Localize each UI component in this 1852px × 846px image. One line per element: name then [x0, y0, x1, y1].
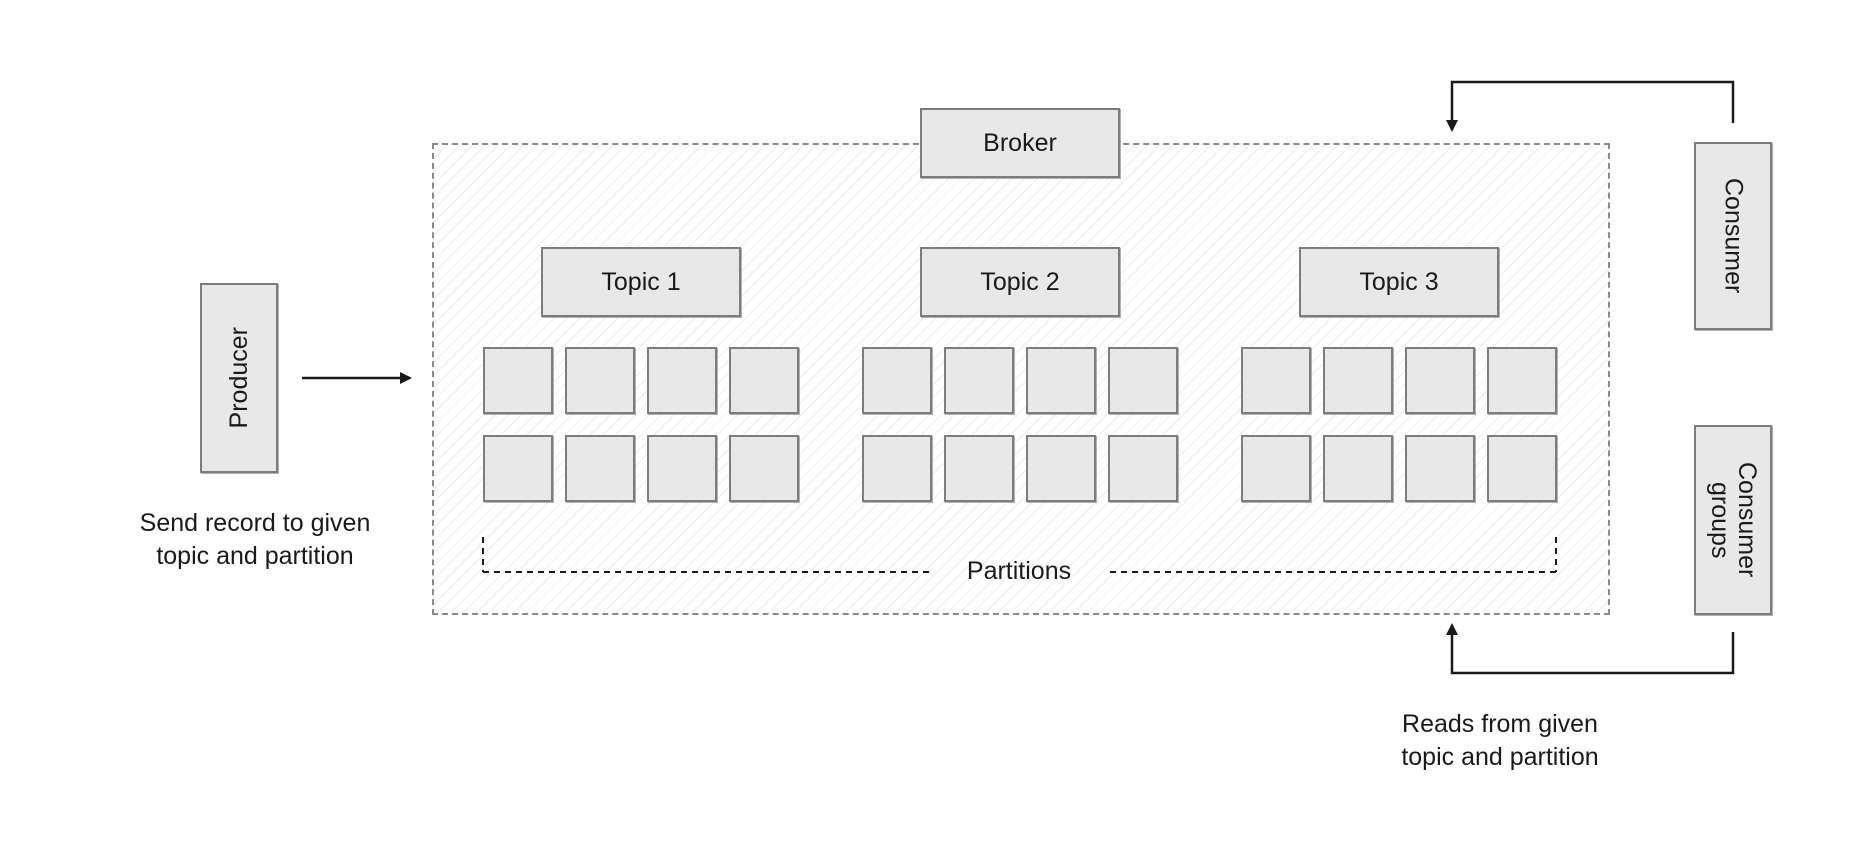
partition	[1487, 435, 1557, 502]
producer-caption-line-2: topic and partition	[156, 542, 354, 570]
partition	[647, 435, 717, 502]
consumer-arrow	[1446, 80, 1735, 132]
partition	[483, 347, 553, 414]
partition	[729, 347, 799, 414]
broker-label: Broker	[983, 128, 1057, 157]
producer-box: Producer	[200, 283, 278, 473]
partition	[1241, 435, 1311, 502]
partition	[1405, 435, 1475, 502]
consumer-groups-box: Consumer groups	[1694, 425, 1772, 615]
reads-caption-line-2: topic and partition	[1401, 743, 1599, 771]
consumer-box: Consumer	[1694, 142, 1772, 330]
partition	[1487, 347, 1557, 414]
partition	[647, 347, 717, 414]
consumer-label: Consumer	[1719, 178, 1748, 294]
partition	[729, 435, 799, 502]
partition	[944, 435, 1014, 502]
broker-box: Broker	[920, 108, 1120, 178]
topic-3-label: Topic 3	[1359, 267, 1439, 296]
partition	[1405, 347, 1475, 414]
topic-1-box: Topic 1	[541, 247, 741, 317]
partition	[565, 347, 635, 414]
partition	[1026, 347, 1096, 414]
topic-2-label: Topic 2	[980, 267, 1060, 296]
topic-1-label: Topic 1	[601, 267, 681, 296]
topic-2-box: Topic 2	[920, 247, 1120, 317]
partition	[1241, 347, 1311, 414]
consumer-groups-arrow	[1446, 623, 1735, 675]
reads-caption: Reads from given topic and partition	[1360, 708, 1640, 774]
reads-caption-line-1: Reads from given	[1402, 710, 1598, 738]
partition	[862, 347, 932, 414]
partition	[1026, 435, 1096, 502]
partition	[1108, 347, 1178, 414]
partition	[862, 435, 932, 502]
partition	[944, 347, 1014, 414]
partition	[1323, 347, 1393, 414]
consumer-groups-label: Consumer groups	[1706, 462, 1761, 578]
producer-caption-line-1: Send record to given	[139, 509, 371, 537]
consumer-groups-label-line-2: groups	[1706, 481, 1734, 559]
consumer-groups-label-line-1: Consumer	[1733, 462, 1761, 578]
partition	[1323, 435, 1393, 502]
partition	[483, 435, 553, 502]
partitions-label: Partitions	[966, 557, 1072, 585]
producer-label: Producer	[224, 327, 253, 429]
partition	[1108, 435, 1178, 502]
partitions-bracket	[482, 537, 1557, 573]
producer-caption: Send record to given topic and partition	[110, 507, 400, 573]
partition	[565, 435, 635, 502]
topic-3-box: Topic 3	[1299, 247, 1499, 317]
